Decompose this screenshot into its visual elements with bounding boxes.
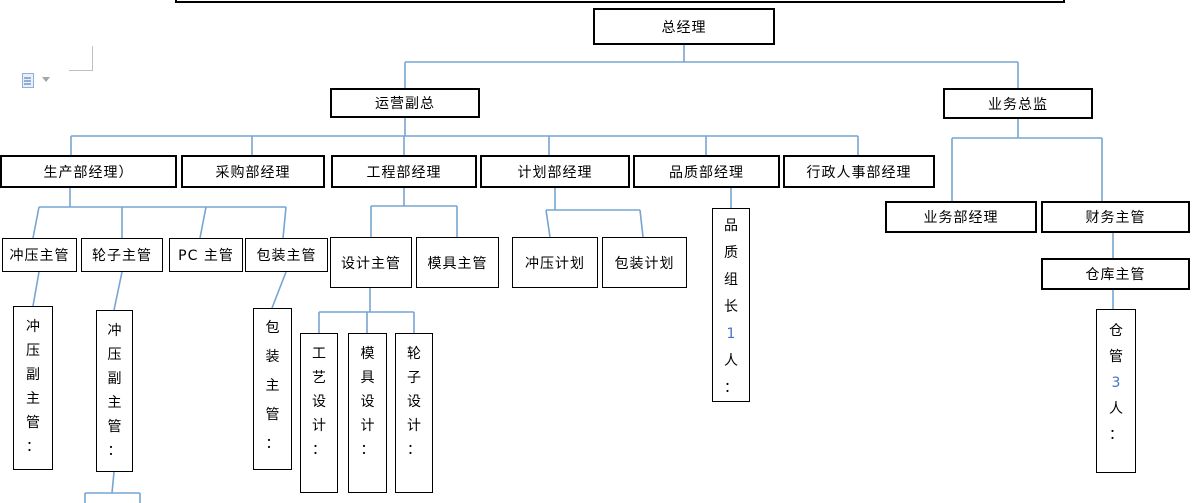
box-stamping-deputy-supervisor-2[interactable]: 冲压副主管：	[96, 310, 133, 472]
box-warehouse-keeper[interactable]: 仓管 3 人：	[1096, 309, 1136, 473]
box-design-supervisor[interactable]: 设计主管	[330, 237, 412, 288]
cropped-top-box[interactable]	[175, 0, 1065, 3]
box-admin-hr-manager[interactable]: 行政人事部经理	[783, 155, 935, 188]
box-warehouse-supervisor[interactable]: 仓库主管	[1041, 258, 1190, 290]
box-quality-group-leader[interactable]: 品质组长 1 人：	[712, 208, 750, 402]
chevron-down-icon	[42, 77, 50, 82]
box-mold-designer[interactable]: 模具设计：	[348, 333, 387, 493]
clipboard-paste-icon	[22, 73, 34, 88]
box-business-dept-manager[interactable]: 业务部经理	[885, 201, 1037, 233]
box-planning-manager[interactable]: 计划部经理	[480, 155, 630, 188]
box-stamping-supervisor[interactable]: 冲压主管	[2, 238, 77, 272]
box-packaging-supervisor-vertical[interactable]: 包装主管：	[253, 308, 292, 470]
box-stamping-deputy-supervisor-1[interactable]: 冲压副主管：	[13, 306, 53, 470]
quality-leader-count: 1	[726, 326, 736, 342]
box-business-director[interactable]: 业务总监	[943, 88, 1093, 119]
paste-options-button[interactable]	[20, 72, 54, 92]
box-packaging-supervisor[interactable]: 包装主管	[245, 238, 328, 272]
box-quality-manager[interactable]: 品质部经理	[633, 155, 780, 188]
quality-leader-title: 品质组长	[724, 218, 738, 315]
warehouse-keeper-suffix: 人：	[1109, 401, 1123, 443]
box-purchasing-manager[interactable]: 采购部经理	[181, 155, 325, 188]
box-general-manager[interactable]: 总经理	[593, 8, 775, 45]
box-finance-supervisor[interactable]: 财务主管	[1041, 201, 1190, 233]
quality-leader-suffix: 人：	[724, 353, 738, 396]
box-stamping-planning[interactable]: 冲压计划	[512, 237, 598, 288]
box-engineering-manager[interactable]: 工程部经理	[331, 155, 477, 188]
box-operations-vp[interactable]: 运营副总	[330, 88, 480, 118]
box-pc-supervisor[interactable]: PC 主管	[169, 238, 243, 272]
box-packaging-planning[interactable]: 包装计划	[602, 237, 687, 288]
box-mold-supervisor[interactable]: 模具主管	[416, 237, 499, 288]
page-crop-mark	[92, 46, 93, 71]
page-crop-mark	[69, 70, 93, 71]
box-production-manager[interactable]: 生产部经理）	[0, 155, 177, 188]
box-wheel-designer[interactable]: 轮子设计：	[395, 333, 433, 493]
box-wheel-supervisor[interactable]: 轮子主管	[81, 238, 163, 272]
box-process-designer[interactable]: 工艺设计：	[300, 333, 338, 493]
warehouse-keeper-title: 仓管	[1109, 323, 1123, 365]
warehouse-keeper-count: 3	[1111, 375, 1121, 391]
